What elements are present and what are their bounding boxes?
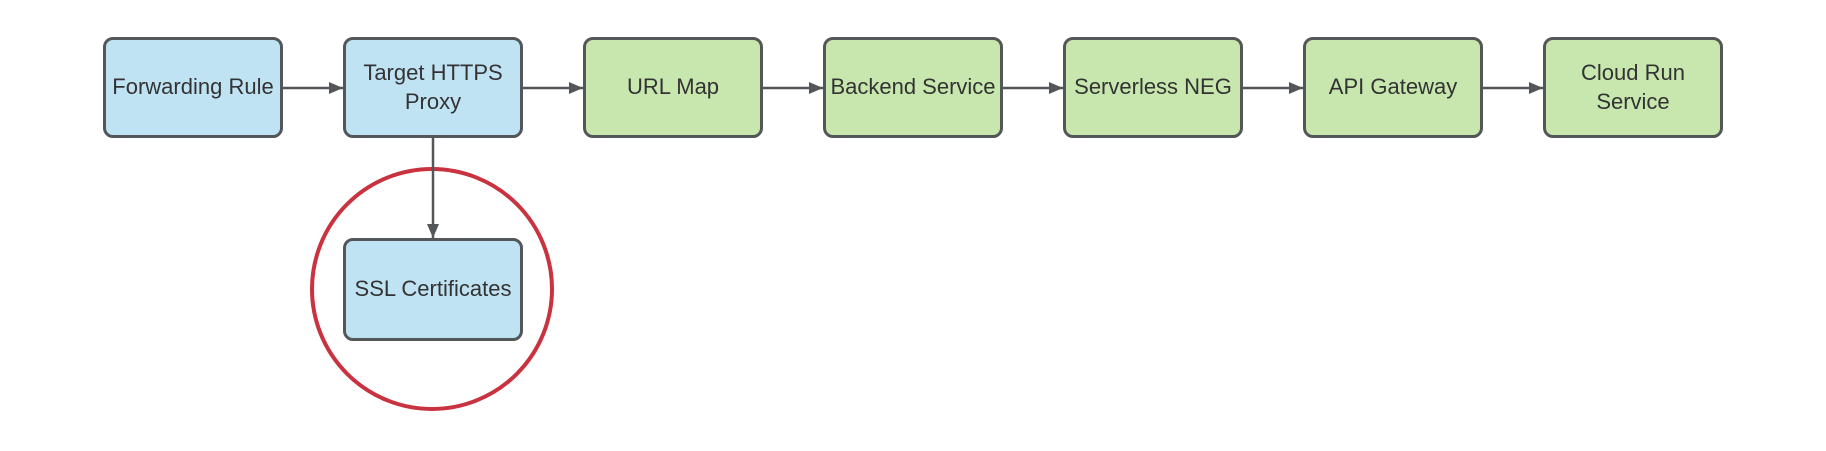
node-serverless-neg: Serverless NEG — [1063, 37, 1243, 138]
node-api-gateway: API Gateway — [1303, 37, 1483, 138]
node-ssl-certificates: SSL Certificates — [343, 238, 523, 341]
node-forwarding-rule: Forwarding Rule — [103, 37, 283, 138]
node-cloud-run-service: Cloud Run Service — [1543, 37, 1723, 138]
node-backend-service: Backend Service — [823, 37, 1003, 138]
node-target-https-proxy: Target HTTPS Proxy — [343, 37, 523, 138]
node-url-map: URL Map — [583, 37, 763, 138]
